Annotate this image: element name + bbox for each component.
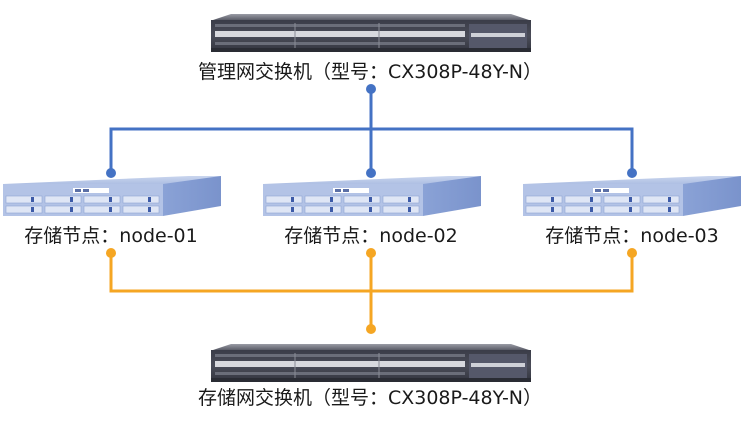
storage-link-dots — [106, 248, 637, 334]
storage-switch-label: 存储网交换机（型号：CX308P-48Y-N） — [197, 387, 543, 409]
node-02-storage-port-dot — [366, 248, 376, 258]
mgmt-link-dots — [106, 84, 637, 178]
node-03-label: 存储节点：node-03 — [545, 225, 719, 247]
node-03-storage-port-dot — [627, 248, 637, 258]
management-switch-icon — [210, 13, 532, 53]
node-01-mgmt-port-dot — [106, 168, 116, 178]
storage-links — [109, 253, 634, 329]
mgmt-switch-port-dot — [366, 84, 376, 94]
management-switch-label: 管理网交换机（型号：CX308P-48Y-N） — [197, 61, 543, 83]
node-03-server-icon — [522, 175, 742, 217]
storage-switch-port-dot — [366, 324, 376, 334]
node-02-server-icon — [262, 175, 482, 217]
node-01-label: 存储节点：node-01 — [24, 225, 198, 247]
storage-switch-icon — [210, 343, 532, 383]
node-03-mgmt-port-dot — [627, 168, 637, 178]
node-02-mgmt-port-dot — [366, 168, 376, 178]
node-01-server-icon — [2, 175, 222, 217]
node-01-storage-port-dot — [106, 248, 116, 258]
node-02-label: 存储节点：node-02 — [284, 225, 458, 247]
management-links — [109, 89, 634, 174]
mgmt-bus — [109, 127, 634, 174]
